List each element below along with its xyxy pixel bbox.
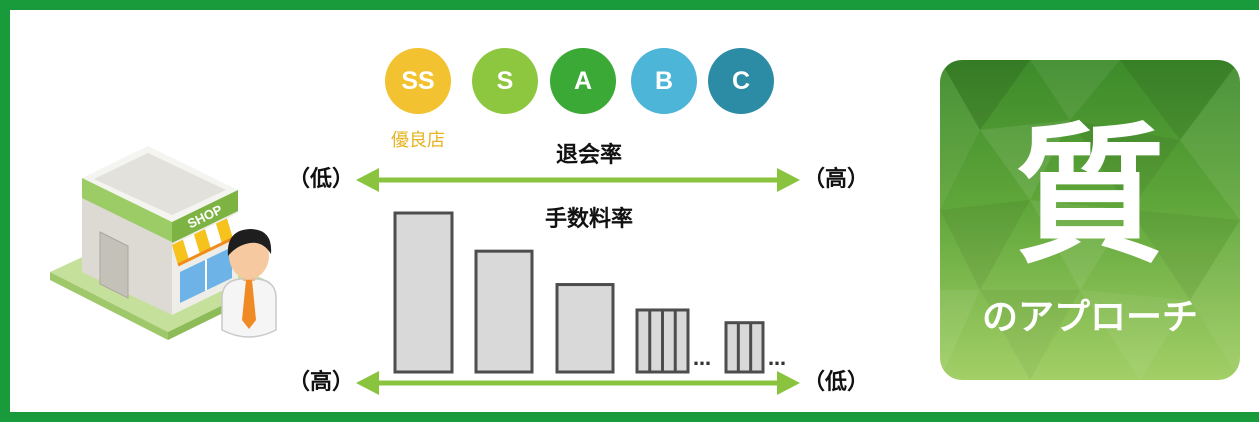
shop-illustration: SHOP [50,146,277,340]
rank-b-badge: B [631,48,697,114]
ground-edge-left [50,272,168,340]
shop-roof-inner [94,153,226,215]
bars-ellipsis: … [693,349,711,370]
fee-arrow-head-right [777,371,800,395]
panel-facet [940,200,1030,290]
panel-facet [940,60,980,210]
shop-sign [172,190,238,243]
shopkeeper-hair [227,229,272,256]
rank-s-badge: S [472,48,538,114]
shopkeeper-figure [221,229,277,338]
awning-stripe [194,229,211,255]
shop-awning [172,213,245,267]
panel-facet [1070,120,1180,210]
fee-bar-1 [393,211,454,374]
fee-bar-3 [555,283,615,374]
fee-high-label: （高） [287,370,354,395]
excellent-store-label: 優良店 [391,130,445,151]
churn-arrow-head-left [356,168,379,192]
awning-stripe [216,218,233,244]
rank-c-badge: C [708,48,774,114]
panel-facet [1030,60,1120,120]
panel-facet [1180,60,1240,220]
shop-left-band [82,178,172,242]
churn-high-label: （高） [803,167,870,192]
fee-bars [393,211,765,374]
fee-bar-5 [724,321,765,374]
fee-bar-2 [474,249,534,374]
panel-facet [940,290,980,380]
shop-building: SHOP [82,146,245,315]
awning-stripe [183,234,200,260]
churn-arrow-head-right [777,168,800,192]
panel-facet [980,290,1080,380]
panel-facet [1080,290,1190,380]
panel-facet [1030,200,1130,290]
shop-door [99,231,129,299]
fee-arrow [356,371,800,395]
panel-facet [1190,220,1240,380]
churn-rate-title: 退会率 [555,143,622,168]
panel-lowpoly-pattern [940,60,1240,380]
fee-low-label: （低） [803,370,870,395]
quality-kanji: 質 [1014,110,1165,284]
panel-facet [1120,60,1240,140]
panel-facet [980,120,1070,200]
rank-a-badge: A [550,48,616,114]
churn-low-label: （低） [287,167,354,192]
fee-rate-title: 手数料率 [544,207,633,232]
bars-ellipsis-end: … [768,349,786,370]
panel-facet [940,60,1030,130]
rank-ss-badge: SS [385,48,451,114]
approach-subtitle: のアプローチ [981,297,1198,338]
awning-stripe [172,239,189,265]
churn-arrow [356,168,800,192]
quality-approach-panel: 質 のアプローチ [940,60,1240,380]
awning-stripe [205,223,222,249]
shopkeeper-tie [242,280,256,329]
panel-facet [1130,210,1240,300]
fee-arrow-head-left [356,371,379,395]
